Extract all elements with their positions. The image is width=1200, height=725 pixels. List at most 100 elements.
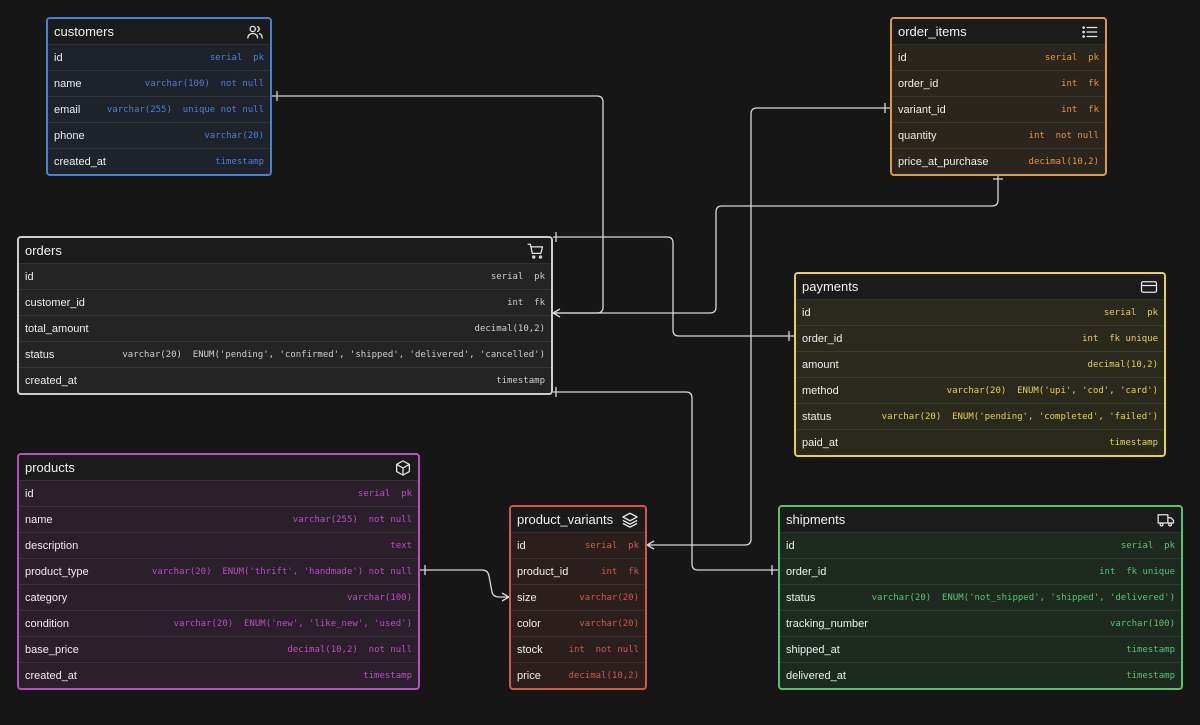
column-name: id [54, 51, 63, 64]
column-type: varchar(20) ENUM('new', 'like_new', 'use… [173, 618, 412, 629]
column-type: text [390, 540, 412, 551]
column-row[interactable]: price_at_purchase decimal(10,2) [892, 149, 1105, 174]
column-type: serial pk [209, 52, 264, 63]
column-name: size [517, 591, 537, 604]
layers-icon [621, 511, 639, 529]
column-type: serial pk [1120, 540, 1175, 551]
column-type: timestamp [363, 671, 412, 681]
column-type: varchar(100) [346, 592, 412, 603]
relation-products-variants [420, 565, 510, 602]
relation-orders-order-items [553, 232, 794, 341]
column-type: varchar(20) [579, 618, 639, 629]
column-type: int fk [601, 566, 639, 577]
column-name: id [786, 539, 795, 552]
column-name: variant_id [898, 103, 946, 116]
column-name: created_at [25, 375, 77, 387]
column-name: id [898, 51, 907, 64]
table-header: products [19, 455, 418, 481]
column-name: email [54, 103, 81, 116]
column-type: varchar(20) ENUM('thrift', 'handmade') n… [151, 566, 412, 577]
column-name: condition [25, 617, 70, 630]
table-title: customers [54, 24, 114, 39]
column-row[interactable]: variant_id int fk [892, 97, 1105, 123]
users-icon [246, 23, 264, 41]
column-row[interactable]: condition varchar(20) ENUM('new', 'like_n… [19, 611, 418, 637]
table-title: payments [802, 279, 859, 294]
column-row[interactable]: category varchar(100) [19, 585, 418, 611]
column-type: decimal(10,2) not null [287, 644, 412, 655]
column-name: created_at [54, 156, 106, 168]
table-header: shipments [780, 507, 1181, 533]
column-row[interactable]: product_id int fk [511, 559, 645, 585]
column-name: paid_at [802, 437, 839, 449]
column-name: product_id [517, 565, 569, 578]
cart-icon [527, 242, 545, 260]
column-name: base_price [25, 643, 79, 656]
table-title: product_variants [517, 512, 614, 527]
column-type: int fk unique [1099, 566, 1175, 577]
column-name: delivered_at [786, 670, 846, 682]
column-name: name [54, 77, 82, 90]
column-row[interactable]: id serial pk [48, 45, 270, 71]
column-row[interactable]: id serial pk [892, 45, 1105, 71]
column-row[interactable]: paid_at timestamp [796, 430, 1164, 455]
table-header: customers [48, 19, 270, 45]
card-icon [1140, 278, 1158, 296]
column-row[interactable]: id serial pk [780, 533, 1181, 559]
column-type: serial pk [1044, 52, 1099, 63]
column-name: id [802, 306, 811, 319]
column-name: phone [54, 129, 85, 142]
column-type: int fk [1061, 104, 1099, 115]
column-type: timestamp [1109, 438, 1158, 448]
table-title: orders [25, 243, 62, 258]
column-name: category [25, 591, 68, 604]
column-type: varchar(20) ENUM('not_shipped', 'shipped… [871, 592, 1175, 603]
column-type: serial pk [357, 488, 412, 499]
column-type: decimal(10,2) [1028, 157, 1099, 167]
box-icon [394, 459, 412, 477]
column-name: price_at_purchase [898, 156, 989, 168]
table-title: products [25, 460, 75, 475]
column-row[interactable]: base_price decimal(10,2) not null [19, 637, 418, 663]
column-name: tracking_number [786, 617, 868, 630]
